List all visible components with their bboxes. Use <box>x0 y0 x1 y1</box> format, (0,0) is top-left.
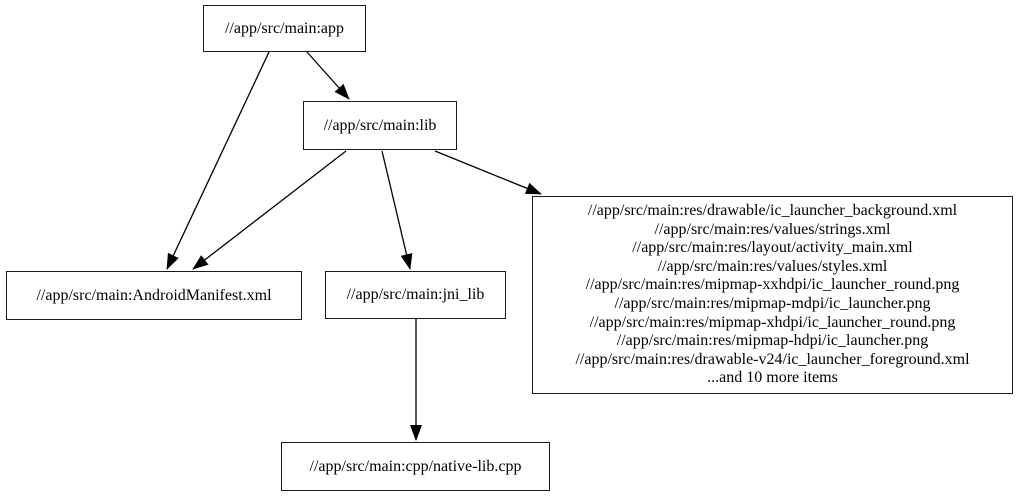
edge-lib-to-jni-lib <box>381 150 413 270</box>
edge-lib-to-resources <box>434 150 542 195</box>
resources-line: //app/src/main:res/drawable/ic_launcher_… <box>587 202 958 220</box>
node-app: //app/src/main:app <box>203 5 366 52</box>
edge-app-to-lib <box>306 51 350 100</box>
resources-line: //app/src/main:res/values/styles.xml <box>657 257 888 275</box>
node-resources: //app/src/main:res/drawable/ic_launcher_… <box>532 196 1013 394</box>
node-lib-label: //app/src/main:lib <box>323 116 437 134</box>
resources-line: //app/src/main:res/mipmap-mdpi/ic_launch… <box>614 295 931 312</box>
node-native-lib-cpp: //app/src/main:cpp/native-lib.cpp <box>281 442 550 491</box>
resources-line: //app/src/main:res/drawable-v24/ic_launc… <box>575 350 970 368</box>
resources-line: //app/src/main:res/mipmap-xxhdpi/ic_laun… <box>585 276 960 294</box>
edge-app-to-androidmanifest <box>166 51 270 270</box>
resources-more-items: ...and 10 more items <box>707 369 838 387</box>
resources-line: //app/src/main:res/mipmap-hdpi/ic_launch… <box>616 332 929 350</box>
node-androidmanifest-label: //app/src/main:AndroidManifest.xml <box>36 286 272 304</box>
node-native-lib-cpp-label: //app/src/main:cpp/native-lib.cpp <box>309 457 522 475</box>
resources-line: //app/src/main:res/mipmap-xhdpi/ic_launc… <box>589 313 956 331</box>
resources-line: //app/src/main:res/values/strings.xml <box>654 220 891 238</box>
node-jni-lib-label: //app/src/main:jni_lib <box>346 286 485 303</box>
node-lib: //app/src/main:lib <box>303 101 457 150</box>
node-jni-lib: //app/src/main:jni_lib <box>325 271 506 319</box>
node-app-label: //app/src/main:app <box>224 19 345 37</box>
edge-lib-to-androidmanifest <box>192 150 347 270</box>
node-androidmanifest: //app/src/main:AndroidManifest.xml <box>6 271 302 320</box>
resources-line: //app/src/main:res/layout/activity_main.… <box>632 239 913 257</box>
